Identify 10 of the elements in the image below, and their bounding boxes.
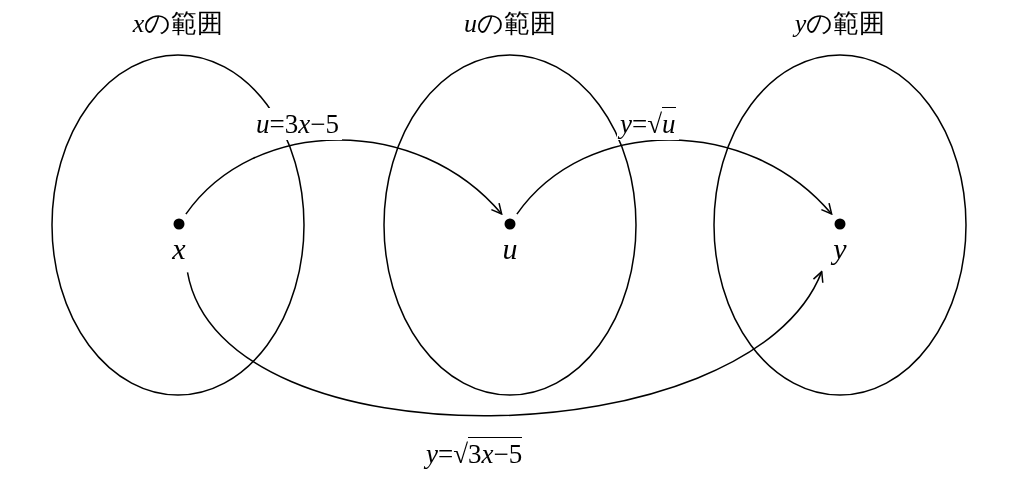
range-heading: yの範囲 [791,8,887,40]
range-heading: uの範囲 [463,8,557,40]
arrow [516,139,833,215]
arrow [186,270,823,417]
range-heading: xの範囲 [131,8,225,40]
point-label: u [501,232,519,266]
point-label: y [830,232,848,266]
point-label: x [171,232,187,266]
arrow [185,139,503,215]
edge-label: y=√u [617,108,679,140]
